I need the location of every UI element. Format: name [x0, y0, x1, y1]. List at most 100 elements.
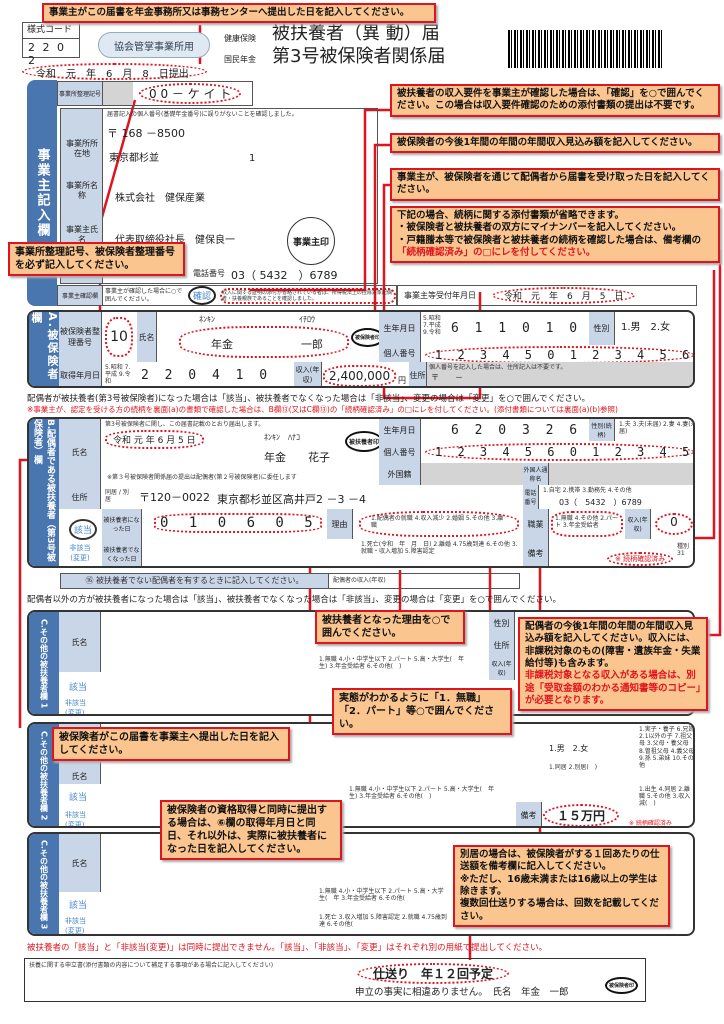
- other2-rel[interactable]: 1.実子・養子 6.兄姉 2.1以外の子 7.祖父母 3.父母・養父母 8.曽祖…: [639, 726, 695, 769]
- spouse-mynumber-label: 個人番号: [379, 441, 421, 463]
- spouse-reasons[interactable]: 1.配偶者の就職 4.収入減少 2.婚姻 5.その他 3.離職: [359, 511, 519, 537]
- reason-label: 理由: [327, 509, 353, 539]
- other1-applies[interactable]: 該当: [69, 683, 88, 693]
- job-label: 職業: [523, 509, 549, 539]
- other3-not-applies[interactable]: 非該当(変更): [65, 917, 86, 935]
- insured-name[interactable]: 年金 一郎: [179, 326, 349, 358]
- spouse-section: B.配偶者である被扶養者（第3号被保険者）欄 氏名 第3号被保険者に関し、この届…: [27, 417, 695, 568]
- other1-name-label: 氏名: [59, 612, 101, 672]
- received-date[interactable]: 令和 元 年 6 月 5 日: [492, 287, 636, 304]
- callout-submit-date: 事業主がこの届書を年金事務所又は事務センターへ提出した日を記入してください。: [42, 3, 436, 24]
- pension-label: 国民年金: [224, 55, 256, 64]
- lost-reasons[interactable]: 1.死亡(令和 年 月 日) 2.離婚 4.75歳到達 6.その他 3.就職・収…: [361, 541, 518, 556]
- insured-no-value: 10: [105, 317, 133, 357]
- foreign-name-label: 外国人通称名: [523, 463, 549, 485]
- spouse-became[interactable]: 0 1 0 6 0 5: [154, 513, 322, 533]
- birth-era: 5.昭和 7.平成 9.令和: [423, 315, 441, 337]
- callout-spouse-income-text: 配偶者の今後1年間の年間の年間収入見込み額を記入してください。収入には、非課税対…: [525, 621, 701, 670]
- spouse-not-applies[interactable]: 非該当(変更): [69, 544, 91, 562]
- spouse-kana: ﾈﾝｷﾝ ﾊﾅｺ: [264, 433, 300, 442]
- company-name: 株式会社 健保産業: [115, 193, 205, 204]
- other2-jobs[interactable]: 1.無職 4.小・中学生以下 2.パート 5.高・大学生( 年生) 3.年金受給…: [349, 786, 494, 801]
- other1-addr-label: 住所: [489, 634, 515, 656]
- spouse-birth: 6 2 0 3 2 6: [451, 423, 582, 438]
- submit-date: 令和 元 年 6 月 8 日提出: [22, 63, 207, 80]
- income-label: 収入(年収): [625, 509, 651, 539]
- other2-not-applies[interactable]: 非該当(変更): [65, 811, 86, 828]
- spouse-red-note: ※事業主が、認定を受ける方の続柄を裏面(a)の書類で確認した場合は、B欄⑬(又は…: [27, 405, 618, 414]
- other1-income-label: 収入(年収): [489, 656, 515, 680]
- other3-applies[interactable]: 該当: [69, 901, 88, 911]
- other3-name-label: 氏名: [59, 834, 101, 892]
- insured-no[interactable]: 10: [104, 315, 134, 359]
- insured-income-yen: 円: [398, 376, 406, 385]
- insured-side-label: A.被保険者欄: [29, 312, 59, 386]
- other2-reasons[interactable]: 1.出生 4.同居 2.離職 5.その他 3.収入減( ): [639, 786, 691, 808]
- other2-confirmed[interactable]: ※ 続柄確認済み: [629, 820, 672, 827]
- others-note: 配偶者以外の方が被扶養者になった場合は「該当」、被扶養者でなくなった場合は「非該…: [27, 595, 561, 605]
- office-code-value[interactable]: 0 0 － ケ イ ト: [133, 82, 252, 105]
- owner-label: 事業主氏名: [66, 225, 98, 244]
- callout-separate-2: ※ただし、16歳未満または16歳以上の学生は除きます。: [460, 873, 658, 898]
- callout-separate-1: 別居の場合は、被保険者がする１回あたりの仕送額を備考欄に記入してください。: [460, 849, 660, 873]
- spouse-rel[interactable]: 1.夫 3.夫(未届) 2.妻 4.妻(未届): [619, 421, 695, 436]
- insured-section: A.被保険者欄 被保険者整理番号 10 氏名 ﾈﾝｷﾝ ｲﾁﾛｳ 年金 一郎 被…: [27, 310, 695, 388]
- addr-label: 事業所所在地: [66, 139, 98, 158]
- spouse-applies[interactable]: 該当: [69, 519, 98, 540]
- postal-code: 〒 168 －8500: [107, 127, 185, 140]
- other1-not-applies[interactable]: 非該当(変更): [65, 699, 86, 716]
- received-label: 事業主等受付年月日: [404, 290, 476, 300]
- employer-check-row: 事業主確認欄 事業主が確認した場合に○で囲んでください。 確認 収入に関する証明…: [57, 285, 397, 306]
- other3-lost[interactable]: 1.死亡 3.収入増加 5.障害認定 2.就職 4.75歳到達 6.その他(: [319, 914, 447, 929]
- other2-addr[interactable]: 1.同居 2.別居( ): [549, 764, 598, 771]
- other1-jobs[interactable]: 1.無職 4.小・中学生以下 2.パート 5.高・大学生( 年生) 3.年金受給…: [319, 656, 464, 671]
- association-badge: 協会管掌事業所用: [98, 32, 210, 58]
- other2-sex[interactable]: 1.男 2.女: [549, 744, 589, 753]
- employer-address: 東京都杉並 1: [109, 153, 256, 164]
- form-subtitle: 第3号被保険者関係届: [272, 46, 446, 67]
- spouse-postal: 〒120－0022: [139, 491, 210, 504]
- name-label: 事業所名称: [66, 181, 98, 200]
- non-dep-spouse-row: ⑯ 被扶養者でない配偶者を有するときに記入してください。 配偶者の収入(年収): [60, 573, 520, 589]
- other2-memo-label: 備考: [516, 802, 542, 826]
- callout-spouse-income-red: 非課税対象となる収入がある場合は、別途「受取金額のわかる通知書等のコピー」が必要…: [525, 670, 701, 707]
- memo-label: 備考: [523, 539, 549, 566]
- form-code-box: 様式コード 2 2 0 2: [22, 22, 80, 67]
- spouse-jobs[interactable]: 1.無職 4.その他 2.パート 3.年金受給者: [551, 511, 623, 537]
- statement-content[interactable]: 仕送り 年１２回予定: [357, 963, 510, 984]
- insured-addr[interactable]: 個人番号を記入した場合は、住所記入は不要です。 〒 －: [427, 362, 693, 386]
- became-label: 被扶養者になった日: [102, 509, 142, 539]
- other2-memo[interactable]: １５万円: [543, 804, 620, 826]
- insured-no-label: 被保険者整理番号: [59, 312, 102, 362]
- addr-postal: 〒 －: [431, 373, 463, 383]
- spouse-date[interactable]: 令和 元 年 6 月 5 日: [105, 430, 204, 449]
- office-code-row: 事業所整理記号 0 0 － ケ イ ト: [57, 81, 253, 106]
- spouse-income[interactable]: 0: [655, 513, 693, 535]
- insured-mei: 一郎: [301, 338, 323, 351]
- non-dep-label: ⑯ 被扶養者でない配偶者を有するときに記入してください。: [61, 574, 329, 588]
- sex-label: 性別: [589, 312, 615, 345]
- insured-sex[interactable]: 1.男 2.女: [621, 322, 671, 333]
- non-dep-income-label: 配偶者の収入(年収): [333, 577, 386, 585]
- spouse-addr-opt[interactable]: 同居 / 別居: [105, 489, 129, 504]
- check-mark[interactable]: 確認: [188, 286, 217, 305]
- callout-same-day: 被保険者の資格取得と同時に提出する場合は、⑥欄の取得年月日と同日、それ以外は、実…: [160, 800, 342, 860]
- foreign-label: 外国籍: [379, 463, 421, 485]
- spouse-addr-label: 住所: [59, 485, 101, 509]
- callout-income-check-text: 被扶養者の収入要件を事業主が確認した場合は、「確認」を○で囲んでください。この場…: [397, 88, 705, 112]
- callout-omit-3: ・戸籍謄本等で被保険者と被扶養者の続柄を確認した場合は、備考欄の: [397, 234, 702, 246]
- other3-jobs[interactable]: 1.無職 4.小・中学生以下 2.パート 5.高・大学生( 年 3.年金受給者 …: [319, 888, 444, 903]
- callout-reason: 被扶養者となった理由を○で囲んでください。: [315, 610, 465, 644]
- spouse-confirmed[interactable]: ※ 続柄確認済み: [607, 552, 674, 566]
- addr-note: 個人番号を記入した場合は、住所記入は不要です。: [429, 364, 567, 371]
- foreign-field[interactable]: [421, 463, 523, 485]
- spouse-tel: 03（ 5432 ）6789: [559, 498, 642, 507]
- tel-opts[interactable]: 1.自宅 2.携帯 3.勤務先 4.その他: [543, 487, 632, 494]
- spouse-seal: 被扶養者印: [345, 431, 384, 452]
- foreign-name-field[interactable]: [549, 463, 693, 485]
- spouse-mynumber[interactable]: 1 2 3 4 5 6 0 1 2 3 4 5: [425, 443, 693, 461]
- insured-income[interactable]: 2,400,000: [323, 365, 397, 386]
- other2-applies[interactable]: 該当: [69, 793, 88, 803]
- callout-received: 事業主が、被保険者を通じて配偶者から届書を受け取った日を記入してください。: [390, 168, 720, 201]
- spouse-name-label: 氏名: [59, 419, 101, 485]
